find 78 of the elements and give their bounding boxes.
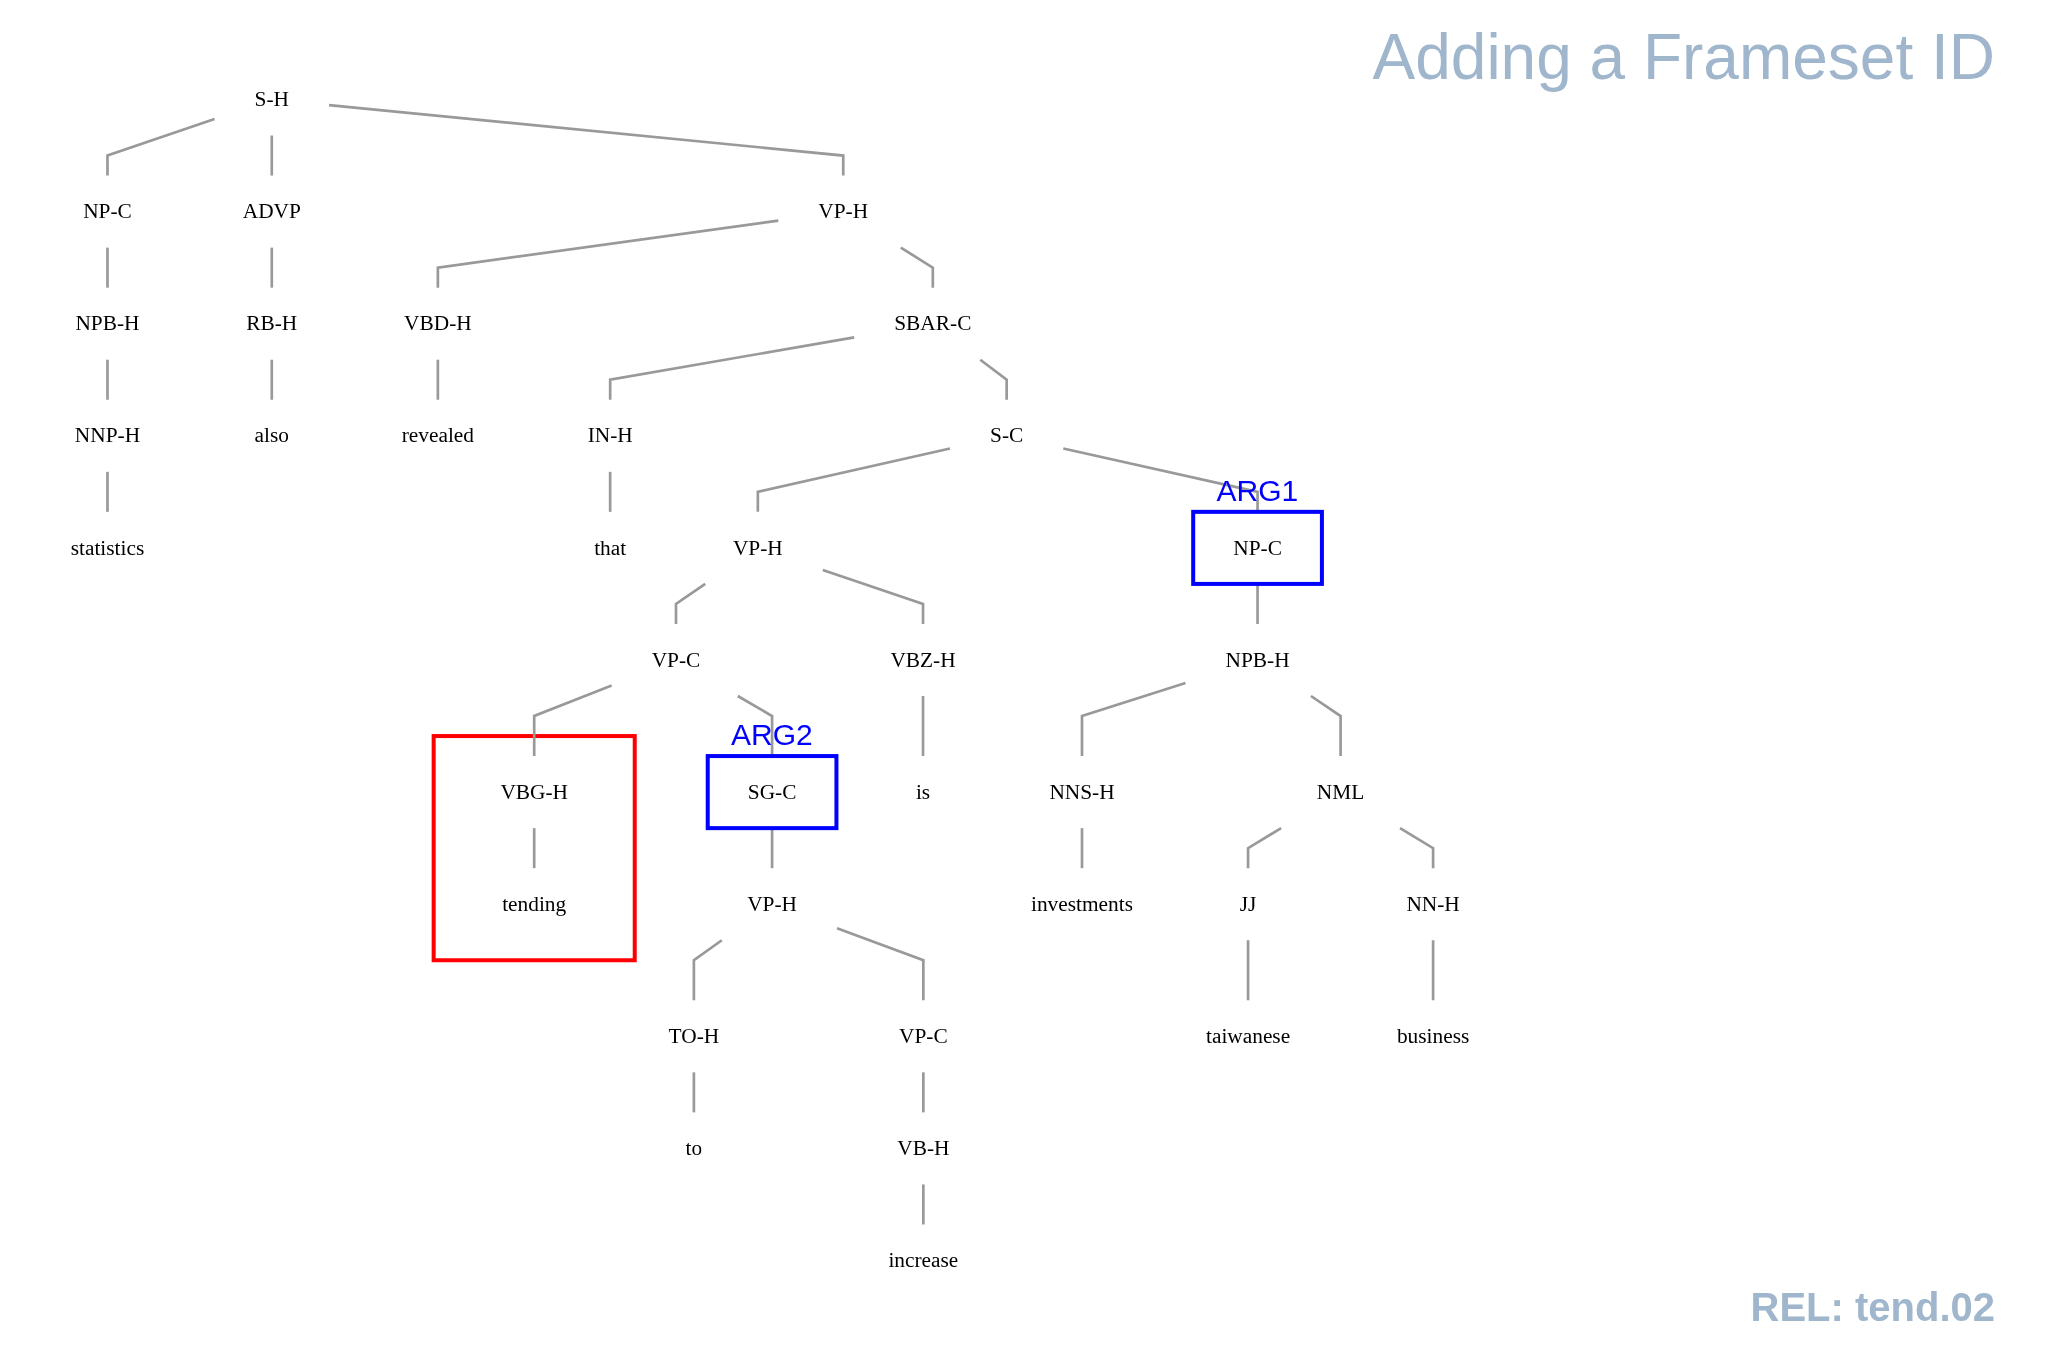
connector [608,336,855,400]
node-text: NNP-H [74,423,141,447]
node-box: SG-C [705,754,839,831]
connector [836,927,925,1001]
connector [532,828,536,869]
node-text: tending [502,892,567,915]
connector [106,117,215,176]
node-text: NNS-H [1049,780,1115,803]
connector [692,939,723,1001]
node-text: VB-H [897,1136,950,1160]
connector [1080,681,1186,757]
connector [608,471,612,512]
node-text: SBAR-C [894,311,972,335]
connector [328,103,845,176]
node-text: NN-H [1406,892,1460,915]
node-text: ADVP [242,199,301,223]
slide-title: Adding a Frameset ID [1372,20,1995,94]
connector [1063,447,1259,512]
connector [756,447,951,512]
node-text: NP-C [83,199,132,223]
node-text: business [1396,1024,1470,1047]
connector [270,359,274,400]
connector [436,219,779,288]
connector [922,1072,925,1113]
connector [106,247,109,288]
connector [674,582,706,624]
node-text: is [915,780,931,803]
connector [770,828,774,869]
connector [1256,583,1259,624]
node-box: NP-C [1191,509,1324,586]
node-text: S-H [254,87,289,111]
connector [106,471,109,512]
node-text: revealed [401,423,475,447]
node-text: taiwanese [1205,1024,1291,1047]
node-text: statistics [70,535,145,559]
annotation-text: REL: tend.02 [1750,1285,1995,1330]
connector [436,359,440,400]
node-text: increase [888,1248,959,1272]
connector [1431,940,1435,1001]
node-text: RB-H [246,311,298,335]
node-text: VBZ-H [890,647,956,671]
connector [1246,940,1250,1001]
node-text: VP-H [818,199,869,223]
node-text: JJ [1239,892,1257,915]
connector [532,684,613,757]
node-text: VBD-H [404,311,472,335]
connector [1310,694,1342,757]
connector [1399,827,1435,869]
node-text: NPB-H [75,311,140,335]
connector [979,358,1008,400]
node-text: investments [1031,892,1133,915]
connector [900,246,935,288]
cluster [431,734,637,963]
node-text: S-C [990,423,1024,447]
node-text: NPB-H [1225,647,1290,671]
node-text: VP-C [651,647,701,671]
node-text: VP-H [747,892,797,915]
node-text: that [594,535,627,559]
argument-label: ARG2 [731,718,813,753]
node-text: NML [1316,780,1365,803]
connector [921,696,925,757]
argument-label: ARG1 [1216,473,1299,508]
connector [922,1184,925,1225]
node-text: IN-H [587,423,633,447]
connector [1246,827,1282,869]
connector [106,359,109,400]
node-text: VBG-H [500,780,568,803]
node-text: to [685,1136,703,1160]
connector [692,1072,696,1113]
connector [270,135,274,176]
connector [822,568,925,624]
node-text: VP-H [732,535,783,559]
connector [270,247,274,288]
connector [737,694,774,757]
node-text: VP-C [899,1024,948,1047]
node-text: also [254,423,289,447]
connector [1080,828,1084,869]
node-text: TO-H [668,1024,720,1047]
